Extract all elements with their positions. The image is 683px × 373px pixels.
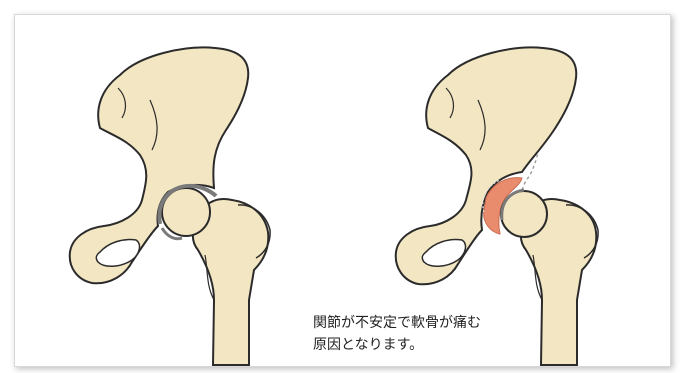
caption-line-1: 関節が不安定で軟骨が痛む (313, 312, 573, 334)
caption-line-2: 原因となります。 (313, 334, 573, 356)
caption-text: 関節が不安定で軟骨が痛む 原因となります。 (313, 312, 573, 356)
normal-hip-joint (70, 47, 270, 365)
